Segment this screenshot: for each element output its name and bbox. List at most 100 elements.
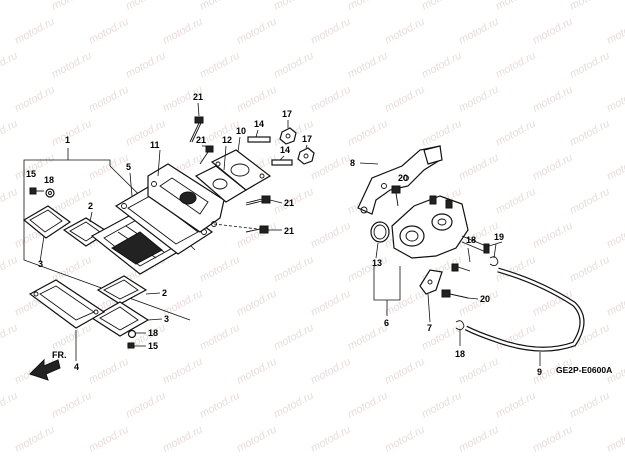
bracket-1-left [23, 166, 191, 321]
watermark-text: motod.ru [0, 322, 20, 353]
callout-14-bottom: 14 [280, 145, 290, 155]
pump-housing [399, 225, 425, 247]
watermark-text: motod.ru [0, 0, 20, 13]
callout-17-bottom: 17 [302, 134, 312, 144]
watermark-text: motod.ru [161, 16, 205, 47]
pump-shaft-end [483, 243, 490, 254]
washer-18-bottom [127, 329, 137, 339]
watermark-text: motod.ru [494, 50, 538, 81]
watermark-text: motod.ru [50, 390, 94, 421]
watermark-text: motod.ru [309, 424, 353, 455]
watermark-text: motod.ru [124, 390, 168, 421]
callout-3-bottom: 3 [164, 314, 169, 324]
watermark-text: motod.ru [605, 424, 625, 455]
watermark-text: motod.ru [457, 424, 501, 455]
callout-20-bottom: 20 [480, 294, 490, 304]
watermark-text: motod.ru [457, 84, 501, 115]
stud-14-lower [271, 159, 293, 166]
watermark-text: motod.ru [383, 424, 427, 455]
watermark-text: motod.ru [235, 84, 279, 115]
callout-18-right: 18 [466, 235, 476, 245]
watermark-text: motod.ru [0, 50, 20, 81]
callout-3-top: 3 [38, 259, 43, 269]
manifold-port [179, 191, 197, 205]
watermark-text: motod.ru [383, 16, 427, 47]
callout-15-bottom: 15 [148, 341, 158, 351]
watermark-text: motod.ru [531, 16, 575, 47]
watermark-text: motod.ru [383, 288, 427, 319]
watermark-text: motod.ru [309, 84, 353, 115]
watermark-text: motod.ru [568, 50, 612, 81]
watermark-text: motod.ru [13, 16, 57, 47]
watermark-text: motod.ru [605, 220, 625, 251]
pump-nipple-a [429, 195, 437, 205]
reed-block-port [111, 231, 163, 265]
callout-2-bottom: 2 [162, 288, 167, 298]
watermark-text: motod.ru [161, 356, 205, 387]
callout-21-mid: 21 [196, 135, 206, 145]
callout-8: 8 [350, 158, 355, 168]
watermark-text: motod.ru [0, 254, 20, 285]
watermark-text: motod.ru [87, 424, 131, 455]
watermark-text: motod.ru [198, 322, 242, 353]
watermark-text: motod.ru [420, 50, 464, 81]
watermark-text: motod.ru [272, 390, 316, 421]
watermark-text: motod.ru [309, 288, 353, 319]
watermark-text: motod.ru [272, 254, 316, 285]
watermark-text: motod.ru [235, 220, 279, 251]
callout-4: 4 [74, 362, 79, 372]
watermark-text: motod.ru [87, 356, 131, 387]
watermark-text: motod.ru [568, 254, 612, 285]
washer-18-top [45, 188, 55, 198]
callout-5: 5 [126, 162, 131, 172]
bolt-21-right-lower [259, 225, 269, 234]
callout-10: 10 [236, 126, 246, 136]
nut-17-lower [297, 147, 315, 165]
plate-7 [419, 269, 443, 295]
bolt-18-right [451, 263, 459, 272]
reed-stopper-3-top [22, 205, 72, 239]
bracket-6 [373, 266, 401, 301]
watermark-text: motod.ru [457, 152, 501, 183]
watermark-text: motod.ru [420, 390, 464, 421]
watermark-text: motod.ru [531, 152, 575, 183]
watermark-text: motod.ru [605, 16, 625, 47]
watermark-text: motod.ru [124, 118, 168, 149]
callout-labels: 1 2 2 3 3 4 5 6 7 8 9 10 11 12 13 14 14 … [26, 92, 542, 377]
callout-12: 12 [222, 135, 232, 145]
callout-17-top: 17 [282, 109, 292, 119]
watermark-text: motod.ru [198, 390, 242, 421]
callout-6: 6 [384, 318, 389, 328]
callout-21-right-lower: 21 [284, 226, 294, 236]
watermark-text: motod.ru [50, 322, 94, 353]
clip-19 [489, 256, 499, 267]
watermark-text: motod.ru [124, 50, 168, 81]
fr-label: FR. [52, 350, 67, 360]
callout-18-top: 18 [44, 175, 54, 185]
oil-pump-body [391, 195, 469, 259]
watermark-text: motod.ru [272, 0, 316, 13]
watermark-text: motod.ru [198, 254, 242, 285]
watermark-text: motod.ru [531, 220, 575, 251]
watermark-text: motod.ru [309, 152, 353, 183]
watermark-text: motod.ru [0, 390, 20, 421]
nut-17-upper [279, 127, 297, 145]
callout-21-top: 21 [193, 92, 203, 102]
fr-arrow-icon [29, 358, 61, 381]
watermark-text: motod.ru [309, 16, 353, 47]
watermark-text: motod.ru [494, 390, 538, 421]
watermark-text: motod.ru [531, 84, 575, 115]
watermark-text: motod.ru [383, 356, 427, 387]
callout-19: 19 [494, 232, 504, 242]
watermark-text: motod.ru [420, 118, 464, 149]
callout-1: 1 [65, 135, 70, 145]
reed-valve-assembly [22, 148, 214, 349]
watermark-text: motod.ru [235, 424, 279, 455]
watermark-text: motod.ru [568, 0, 612, 13]
watermark-text: motod.ru [0, 118, 20, 149]
watermark-text: motod.ru [13, 84, 57, 115]
front-direction-arrow: FR. [29, 350, 67, 381]
pump-bracket-8 [357, 145, 441, 215]
callout-14-top: 14 [254, 119, 264, 129]
